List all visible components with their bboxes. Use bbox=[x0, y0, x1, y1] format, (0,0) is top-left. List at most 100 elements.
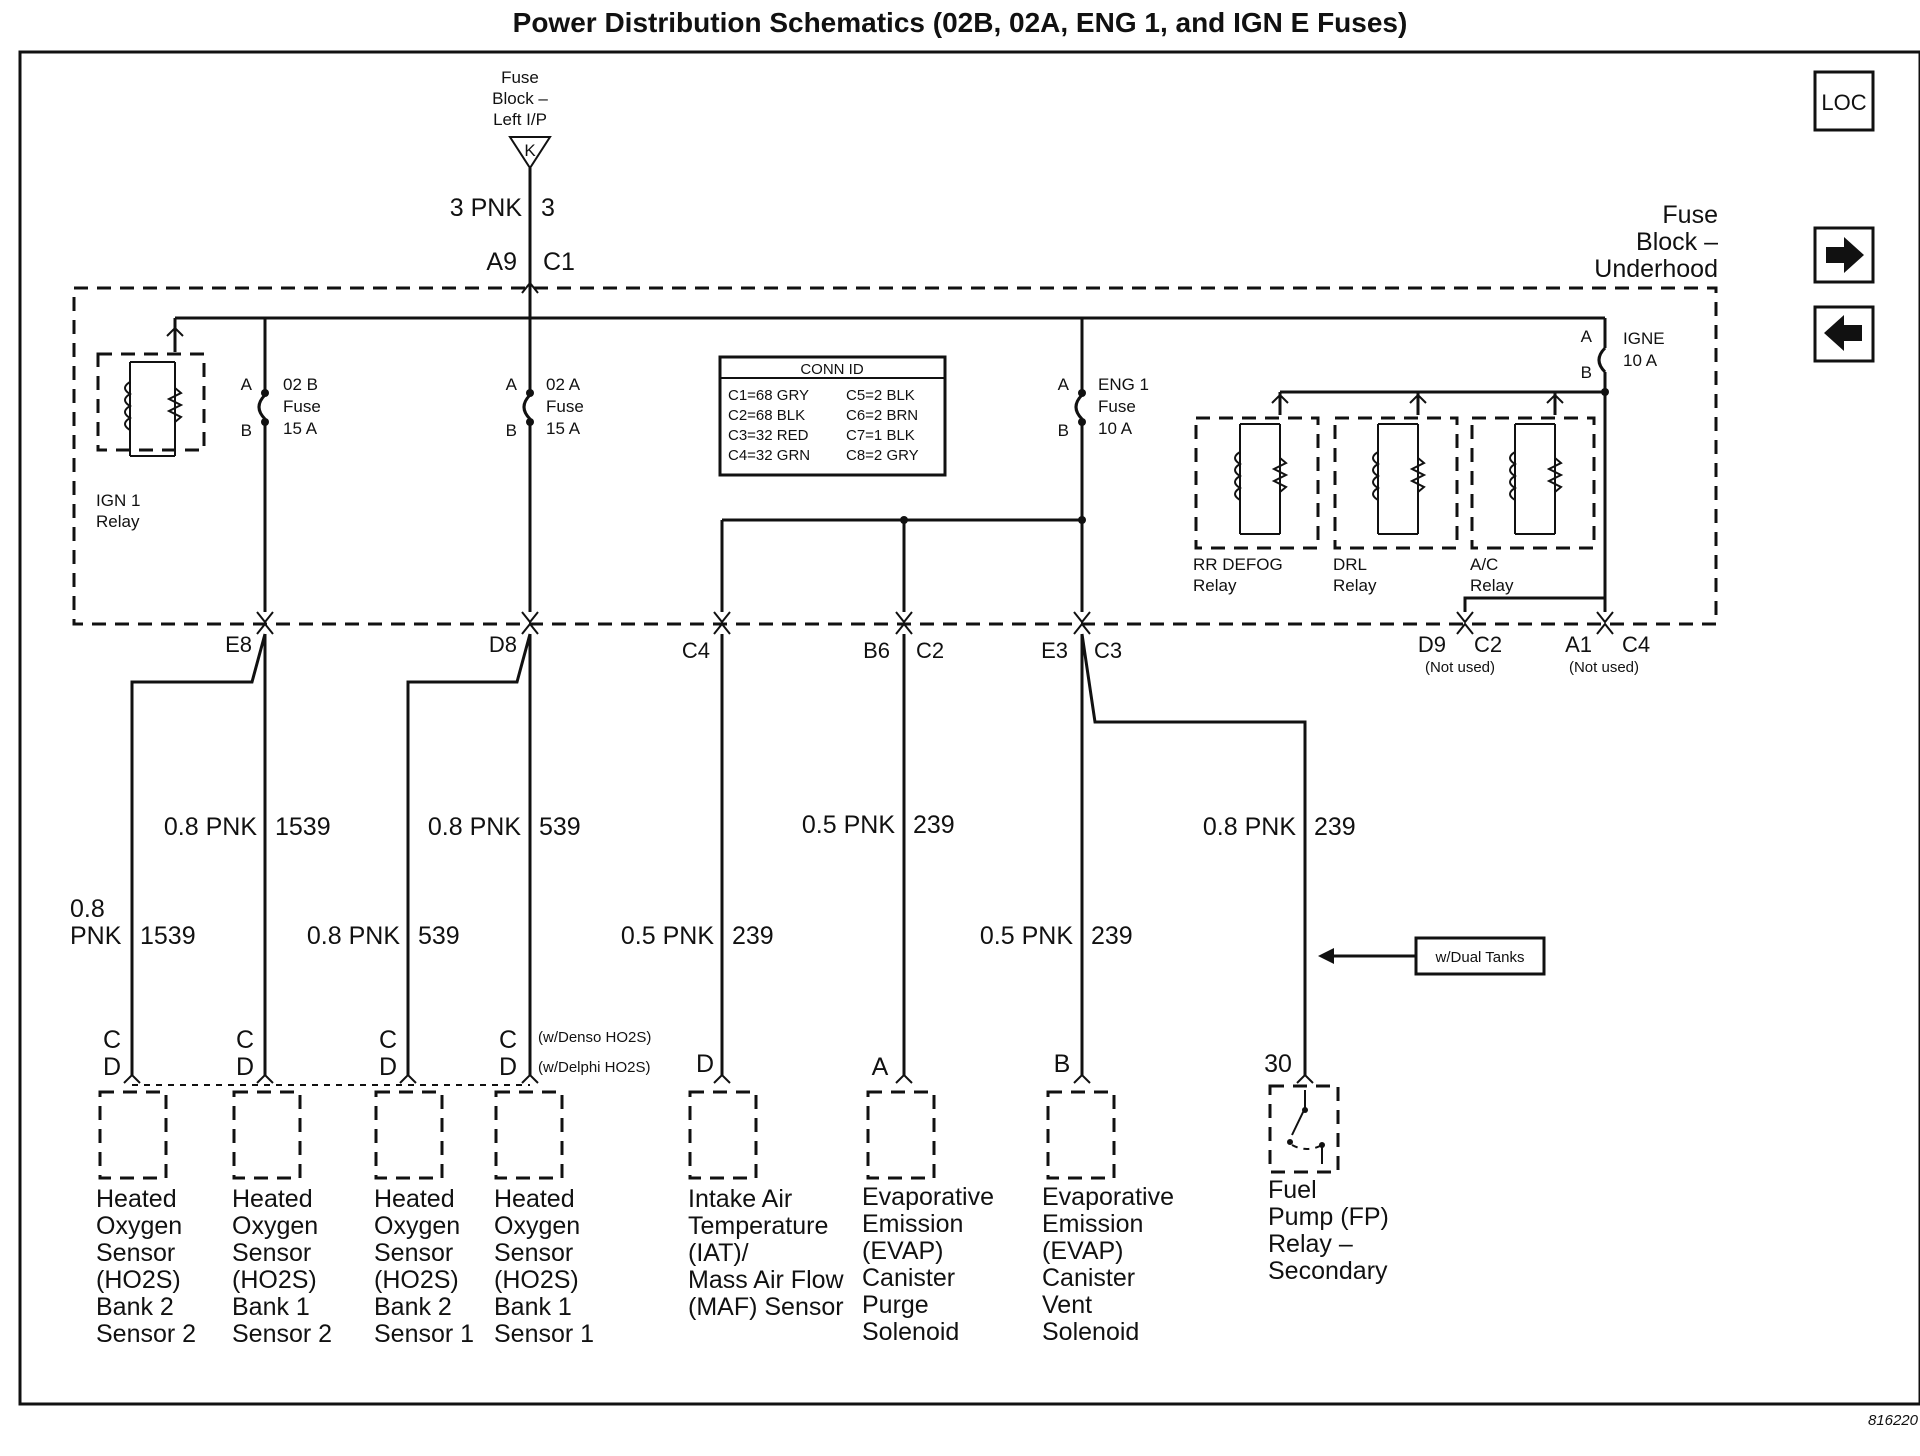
svg-text:1539: 1539 bbox=[140, 922, 196, 950]
svg-text:A1: A1 bbox=[1565, 632, 1592, 657]
svg-text:15 A: 15 A bbox=[546, 419, 581, 438]
svg-text:C2: C2 bbox=[1474, 632, 1502, 657]
svg-text:D9: D9 bbox=[1418, 632, 1446, 657]
svg-text:A: A bbox=[1581, 327, 1593, 346]
svg-text:10 A: 10 A bbox=[1623, 351, 1658, 370]
svg-text:(HO2S): (HO2S) bbox=[96, 1266, 181, 1294]
svg-text:Heated: Heated bbox=[232, 1185, 313, 1213]
next-button[interactable] bbox=[1813, 226, 1875, 284]
svg-text:C1=68 GRY: C1=68 GRY bbox=[728, 387, 809, 404]
svg-text:Vent: Vent bbox=[1042, 1291, 1092, 1319]
pin-labels: C D C D C D C D (w/Denso HO2S) (w/Delphi… bbox=[103, 1026, 1292, 1081]
svg-text:(HO2S): (HO2S) bbox=[494, 1266, 579, 1294]
fuse-02b: A B 02 B Fuse 15 A bbox=[241, 318, 321, 612]
svg-text:15 A: 15 A bbox=[283, 419, 318, 438]
svg-text:C8=2 GRY: C8=2 GRY bbox=[846, 447, 919, 464]
svg-text:D: D bbox=[499, 1053, 517, 1081]
svg-text:539: 539 bbox=[418, 922, 460, 950]
component-ho2s-bank1-sensor2: Heated Oxygen Sensor (HO2S) Bank 1 Senso… bbox=[232, 1185, 332, 1348]
svg-text:0.8 PNK: 0.8 PNK bbox=[307, 922, 400, 950]
fuse-icon bbox=[1074, 393, 1084, 421]
svg-text:A: A bbox=[1058, 375, 1070, 394]
svg-text:Sensor 2: Sensor 2 bbox=[232, 1320, 332, 1348]
svg-text:D8: D8 bbox=[489, 632, 517, 657]
svg-text:C3: C3 bbox=[1094, 638, 1122, 663]
svg-text:Bank 2: Bank 2 bbox=[374, 1293, 452, 1321]
drl-relay: DRL Relay bbox=[1333, 392, 1459, 595]
relay-coil-icon bbox=[1372, 451, 1380, 501]
svg-text:Intake Air: Intake Air bbox=[688, 1185, 792, 1213]
fuse-block-underhood-label: Fuse Block – Underhood bbox=[1594, 201, 1718, 283]
svg-text:A/C: A/C bbox=[1470, 555, 1498, 574]
svg-text:C3=32 RED: C3=32 RED bbox=[728, 427, 809, 444]
svg-text:ENG 1: ENG 1 bbox=[1098, 375, 1149, 394]
svg-text:B: B bbox=[1581, 363, 1592, 382]
svg-text:0.8: 0.8 bbox=[70, 895, 105, 923]
svg-text:E3: E3 bbox=[1041, 638, 1068, 663]
svg-text:Sensor: Sensor bbox=[494, 1239, 573, 1267]
svg-text:0.8 PNK: 0.8 PNK bbox=[164, 813, 257, 841]
fuse-igne: A B IGNE 10 A bbox=[1581, 318, 1665, 612]
component-ho2s-bank1-sensor1: Heated Oxygen Sensor (HO2S) Bank 1 Senso… bbox=[494, 1185, 594, 1348]
arrow-left-icon bbox=[1824, 315, 1862, 351]
svg-text:(IAT)/: (IAT)/ bbox=[688, 1239, 749, 1267]
connector-k-icon bbox=[508, 136, 552, 170]
svg-text:(HO2S): (HO2S) bbox=[232, 1266, 317, 1294]
fuse-02a: A B 02 A Fuse 15 A bbox=[506, 318, 584, 612]
svg-text:C2=68 BLK: C2=68 BLK bbox=[728, 407, 805, 424]
svg-text:E8: E8 bbox=[225, 632, 252, 657]
svg-text:239: 239 bbox=[1314, 813, 1356, 841]
svg-text:539: 539 bbox=[539, 813, 581, 841]
arrow-right-icon bbox=[1826, 237, 1864, 273]
svg-text:Bank 1: Bank 1 bbox=[494, 1293, 572, 1321]
fuse-icon bbox=[1597, 346, 1607, 374]
loc-button[interactable]: LOC bbox=[1813, 70, 1875, 132]
svg-text:B: B bbox=[1054, 1050, 1071, 1078]
svg-text:(w/Denso HO2S): (w/Denso HO2S) bbox=[538, 1029, 651, 1046]
svg-text:C4: C4 bbox=[1622, 632, 1650, 657]
svg-text:30: 30 bbox=[1264, 1050, 1292, 1078]
svg-text:D: D bbox=[103, 1053, 121, 1081]
svg-text:DRL: DRL bbox=[1333, 555, 1367, 574]
svg-text:(Not used): (Not used) bbox=[1569, 659, 1639, 676]
svg-text:Sensor: Sensor bbox=[232, 1239, 311, 1267]
svg-text:C: C bbox=[499, 1026, 517, 1054]
svg-text:IGN 1: IGN 1 bbox=[96, 491, 140, 510]
svg-text:Fuse: Fuse bbox=[501, 68, 539, 87]
svg-text:D: D bbox=[696, 1050, 714, 1078]
svg-text:B: B bbox=[241, 421, 252, 440]
svg-text:C4=32 GRN: C4=32 GRN bbox=[728, 447, 810, 464]
svg-text:K: K bbox=[524, 141, 536, 160]
svg-text:A: A bbox=[872, 1053, 889, 1081]
component-evap-vent-solenoid: Evaporative Emission (EVAP) Canister Ven… bbox=[1042, 1183, 1174, 1346]
svg-text:3: 3 bbox=[541, 194, 555, 222]
svg-text:Sensor 1: Sensor 1 bbox=[374, 1320, 474, 1348]
component-fuel-pump-relay-secondary: Fuel Pump (FP) Relay – Secondary bbox=[1268, 1176, 1389, 1285]
svg-text:Evaporative: Evaporative bbox=[862, 1183, 994, 1211]
prev-button[interactable] bbox=[1813, 305, 1875, 363]
svg-text:IGNE: IGNE bbox=[1623, 329, 1665, 348]
svg-text:Relay: Relay bbox=[1193, 576, 1237, 595]
svg-text:3 PNK: 3 PNK bbox=[450, 194, 523, 222]
fuse-block-left-ip: Fuse Block – Left I/P K bbox=[492, 68, 552, 170]
svg-text:Left I/P: Left I/P bbox=[493, 110, 547, 129]
svg-text:0.8 PNK: 0.8 PNK bbox=[1203, 813, 1296, 841]
svg-text:Fuel: Fuel bbox=[1268, 1176, 1317, 1204]
ign1-relay: IGN 1 Relay bbox=[96, 318, 206, 531]
svg-text:Solenoid: Solenoid bbox=[1042, 1318, 1139, 1346]
svg-text:Heated: Heated bbox=[494, 1185, 575, 1213]
svg-text:C1: C1 bbox=[543, 248, 575, 276]
svg-text:B: B bbox=[506, 421, 517, 440]
fuse-icon bbox=[522, 393, 532, 421]
relay-switch-icon bbox=[1291, 1090, 1306, 1136]
resistor-icon bbox=[1409, 457, 1427, 493]
svg-text:02 B: 02 B bbox=[283, 375, 318, 394]
svg-text:(MAF) Sensor: (MAF) Sensor bbox=[688, 1293, 844, 1321]
svg-text:Canister: Canister bbox=[862, 1264, 955, 1292]
svg-text:RR DEFOG: RR DEFOG bbox=[1193, 555, 1283, 574]
svg-text:239: 239 bbox=[732, 922, 774, 950]
svg-text:239: 239 bbox=[1091, 922, 1133, 950]
svg-text:(EVAP): (EVAP) bbox=[1042, 1237, 1124, 1265]
resistor-icon bbox=[166, 387, 184, 423]
svg-text:C: C bbox=[103, 1026, 121, 1054]
